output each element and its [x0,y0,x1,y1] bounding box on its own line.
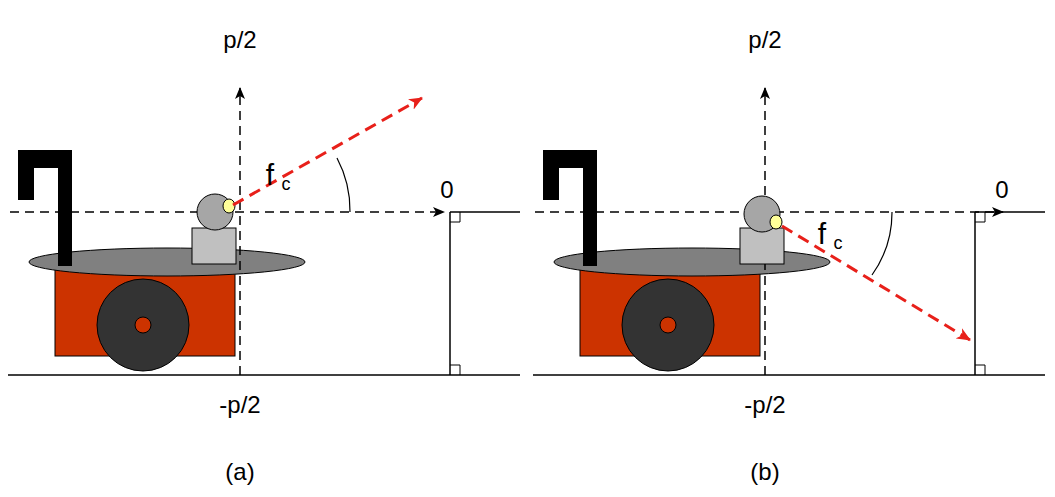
panel-a [8,88,520,375]
angle-arc [337,158,350,212]
angle-symbol: f [818,219,826,249]
camera-direction [233,98,422,205]
axis-label: 0 [440,178,453,202]
camera-stand [192,228,236,264]
angle-subscript: c [282,175,291,193]
axis-label: 0 [995,178,1008,202]
angle-arc [872,212,892,275]
panel-b [533,88,1045,375]
camera-lens [223,199,235,213]
panel-caption: (b) [750,460,779,484]
camera-direction [782,226,970,340]
axis-label: p/2 [223,28,256,52]
axis-label: p/2 [748,28,781,52]
axis-label: -p/2 [744,393,785,417]
angle-symbol: f [266,160,274,190]
camera-stand [740,228,784,264]
vertical-axis [239,88,241,375]
axis-label: -p/2 [219,393,260,417]
angle-subscript: c [834,234,843,252]
camera-lens [770,215,782,229]
panel-caption: (a) [225,460,254,484]
